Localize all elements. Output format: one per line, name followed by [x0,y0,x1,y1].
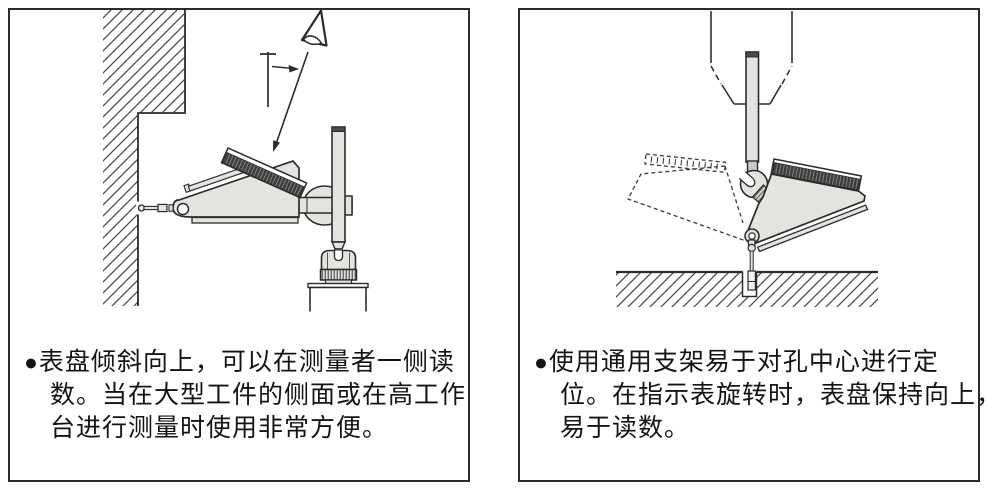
figure-tilted-dial [103,10,369,312]
stand-column [330,126,347,254]
column-knob [320,249,357,271]
indicator-bottom-plate [191,216,299,224]
bullet-icon: ● [24,349,39,375]
indicator-bezel [770,158,863,192]
caption-line: 易于读数。 [560,414,691,442]
knurled-nut [319,268,358,281]
caption-tilted-dial: ●表盘倾斜向上，可以在测量者一侧读 数。当在大型工件的侧面或在高工作 台进行测量… [24,346,467,445]
panel-universal-holder: ●使用通用支架易于对孔中心进行定 位。在指示表旋转时，表盘保持向上， 易于读数。 [518,8,987,482]
dial-test-indicator [744,158,869,253]
caption-hole-centering: ●使用通用支架易于对孔中心进行定 位。在指示表旋转时，表盘保持向上， 易于读数。 [534,346,987,445]
observer-eye-icon [300,10,328,47]
indicator-stylus [747,239,757,291]
caption-line: ●表盘倾斜向上，可以在测量者一侧读 [24,346,462,379]
caption-text: 表盘倾斜向上，可以在测量者一侧读 [38,348,455,376]
stylus-tip-in-hole [747,270,757,291]
phantom-rotated-indicator [627,153,747,242]
indicator-body [746,173,866,245]
sight-line-arrow [273,51,309,152]
viewing-angle-reference [260,52,299,107]
caption-line: 台进行测量时使用非常方便。 [50,414,389,442]
indicator-stylus [136,201,174,215]
indicator-bottom-plate [756,204,869,253]
panel-tilted-dial-reading: ●表盘倾斜向上，可以在测量者一侧读 数。当在大型工件的侧面或在高工作 台进行测量… [8,8,470,482]
workpiece-wall [103,10,186,306]
stand-base [307,282,369,312]
caption-line: ●使用通用支架易于对孔中心进行定 [534,346,972,379]
dial-test-indicator [172,147,308,224]
figure-hole-centering [616,11,878,307]
indicator-pivot [176,202,190,216]
indicator-bezel [220,147,308,199]
holder-shank [745,51,760,173]
caption-line: 位。在指示表旋转时，表盘保持向上， [560,381,987,409]
hole-outline [741,271,758,298]
caption-line: 数。当在大型工件的侧面或在高工作 [50,381,467,409]
bullet-icon: ● [534,349,549,375]
workpiece-with-hole [616,270,878,307]
caption-text: 使用通用支架易于对孔中心进行定 [548,348,939,376]
